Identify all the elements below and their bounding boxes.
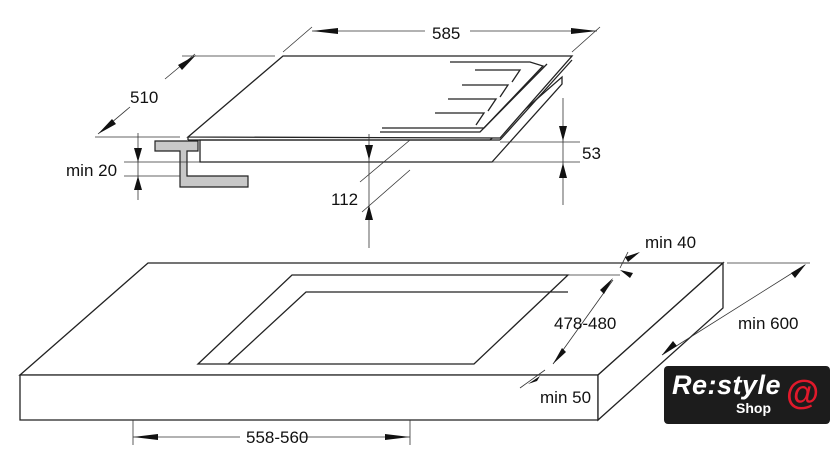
arrow <box>559 163 567 178</box>
burner-grates <box>380 61 548 133</box>
arrow <box>528 376 540 384</box>
arrow <box>553 348 566 364</box>
hob <box>154 55 574 188</box>
hob-top-surface <box>186 55 574 139</box>
arrow <box>625 252 640 262</box>
dimension-lines-hob <box>95 26 601 248</box>
restyle-shop-logo: Re:style Shop @ <box>664 366 830 424</box>
arrow <box>620 270 633 278</box>
width-label: 585 <box>432 24 460 43</box>
arrow <box>571 28 597 34</box>
dimension-lines-worktop <box>132 251 810 445</box>
min-front-label: min 50 <box>540 388 591 407</box>
arrow <box>662 341 677 355</box>
arrow <box>385 434 410 440</box>
arrow <box>312 28 338 34</box>
arrow <box>134 176 142 190</box>
logo-brand: Re:style <box>672 370 782 400</box>
arrow <box>365 145 373 160</box>
arrow <box>134 148 142 162</box>
cart-at-icon: @ <box>786 374 820 412</box>
hob-height-label: 53 <box>582 144 601 163</box>
depth-label: 510 <box>130 88 158 107</box>
arrow <box>133 434 158 440</box>
min-worktop-depth-label: min 600 <box>738 314 798 333</box>
cutout-depth-label: 478-480 <box>554 314 616 333</box>
min-back-label: min 40 <box>645 233 696 252</box>
logo-sub: Shop <box>736 400 771 416</box>
arrow <box>791 264 806 278</box>
cutout-width-label: 558-560 <box>246 428 308 447</box>
arrow <box>365 205 373 220</box>
arrow <box>559 126 567 141</box>
worktop-side <box>597 261 724 422</box>
arrow <box>600 278 613 294</box>
arrow <box>98 119 116 134</box>
worktop <box>18 261 725 422</box>
min-gap-label: min 20 <box>66 161 117 180</box>
arrow <box>178 55 196 70</box>
mounting-bracket <box>154 140 249 188</box>
total-height-label: 112 <box>331 190 358 209</box>
worktop-front <box>19 374 599 421</box>
